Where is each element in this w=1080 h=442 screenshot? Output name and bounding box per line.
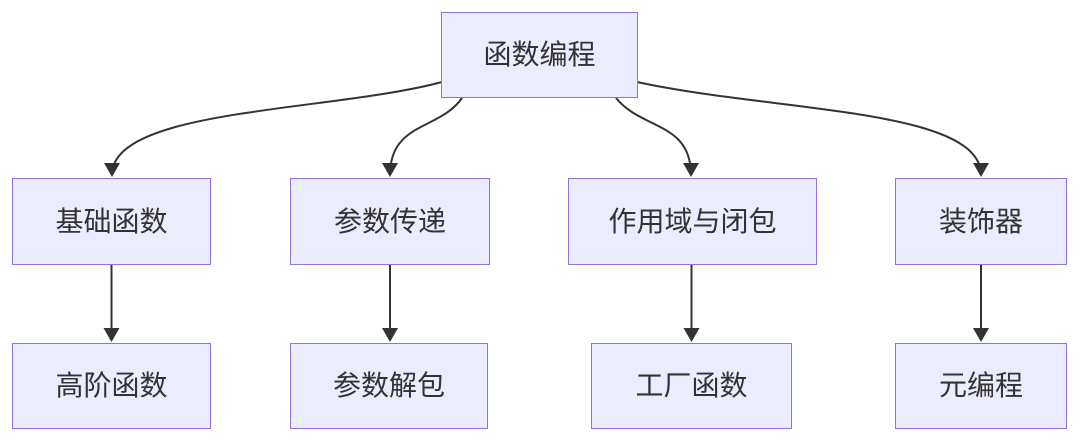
node-basic-functions: 基础函数 xyxy=(12,178,211,265)
node-parameter-unpacking: 参数解包 xyxy=(290,343,488,429)
edge-root-to-decorators xyxy=(636,81,989,177)
node-higher-order-functions: 高阶函数 xyxy=(12,343,211,429)
node-metaprogramming: 元编程 xyxy=(895,343,1067,429)
edge-root-to-scope xyxy=(615,97,699,177)
edge-root-to-basics xyxy=(104,81,443,177)
node-label: 函数编程 xyxy=(483,39,596,70)
node-label: 高阶函数 xyxy=(55,370,168,401)
node-scope-and-closures: 作用域与闭包 xyxy=(568,178,817,265)
node-decorators: 装饰器 xyxy=(895,178,1067,265)
edge-root-to-params xyxy=(382,97,463,177)
node-label: 作用域与闭包 xyxy=(608,205,777,237)
node-label: 参数传递 xyxy=(333,205,446,237)
node-functional-programming: 函数编程 xyxy=(441,12,638,98)
node-label: 参数解包 xyxy=(332,370,445,401)
node-label: 元编程 xyxy=(938,370,1023,401)
node-parameter-passing: 参数传递 xyxy=(290,178,490,265)
node-label: 工厂函数 xyxy=(635,370,748,401)
node-factory-functions: 工厂函数 xyxy=(591,343,792,429)
node-label: 基础函数 xyxy=(55,205,168,237)
node-label: 装饰器 xyxy=(938,205,1023,237)
